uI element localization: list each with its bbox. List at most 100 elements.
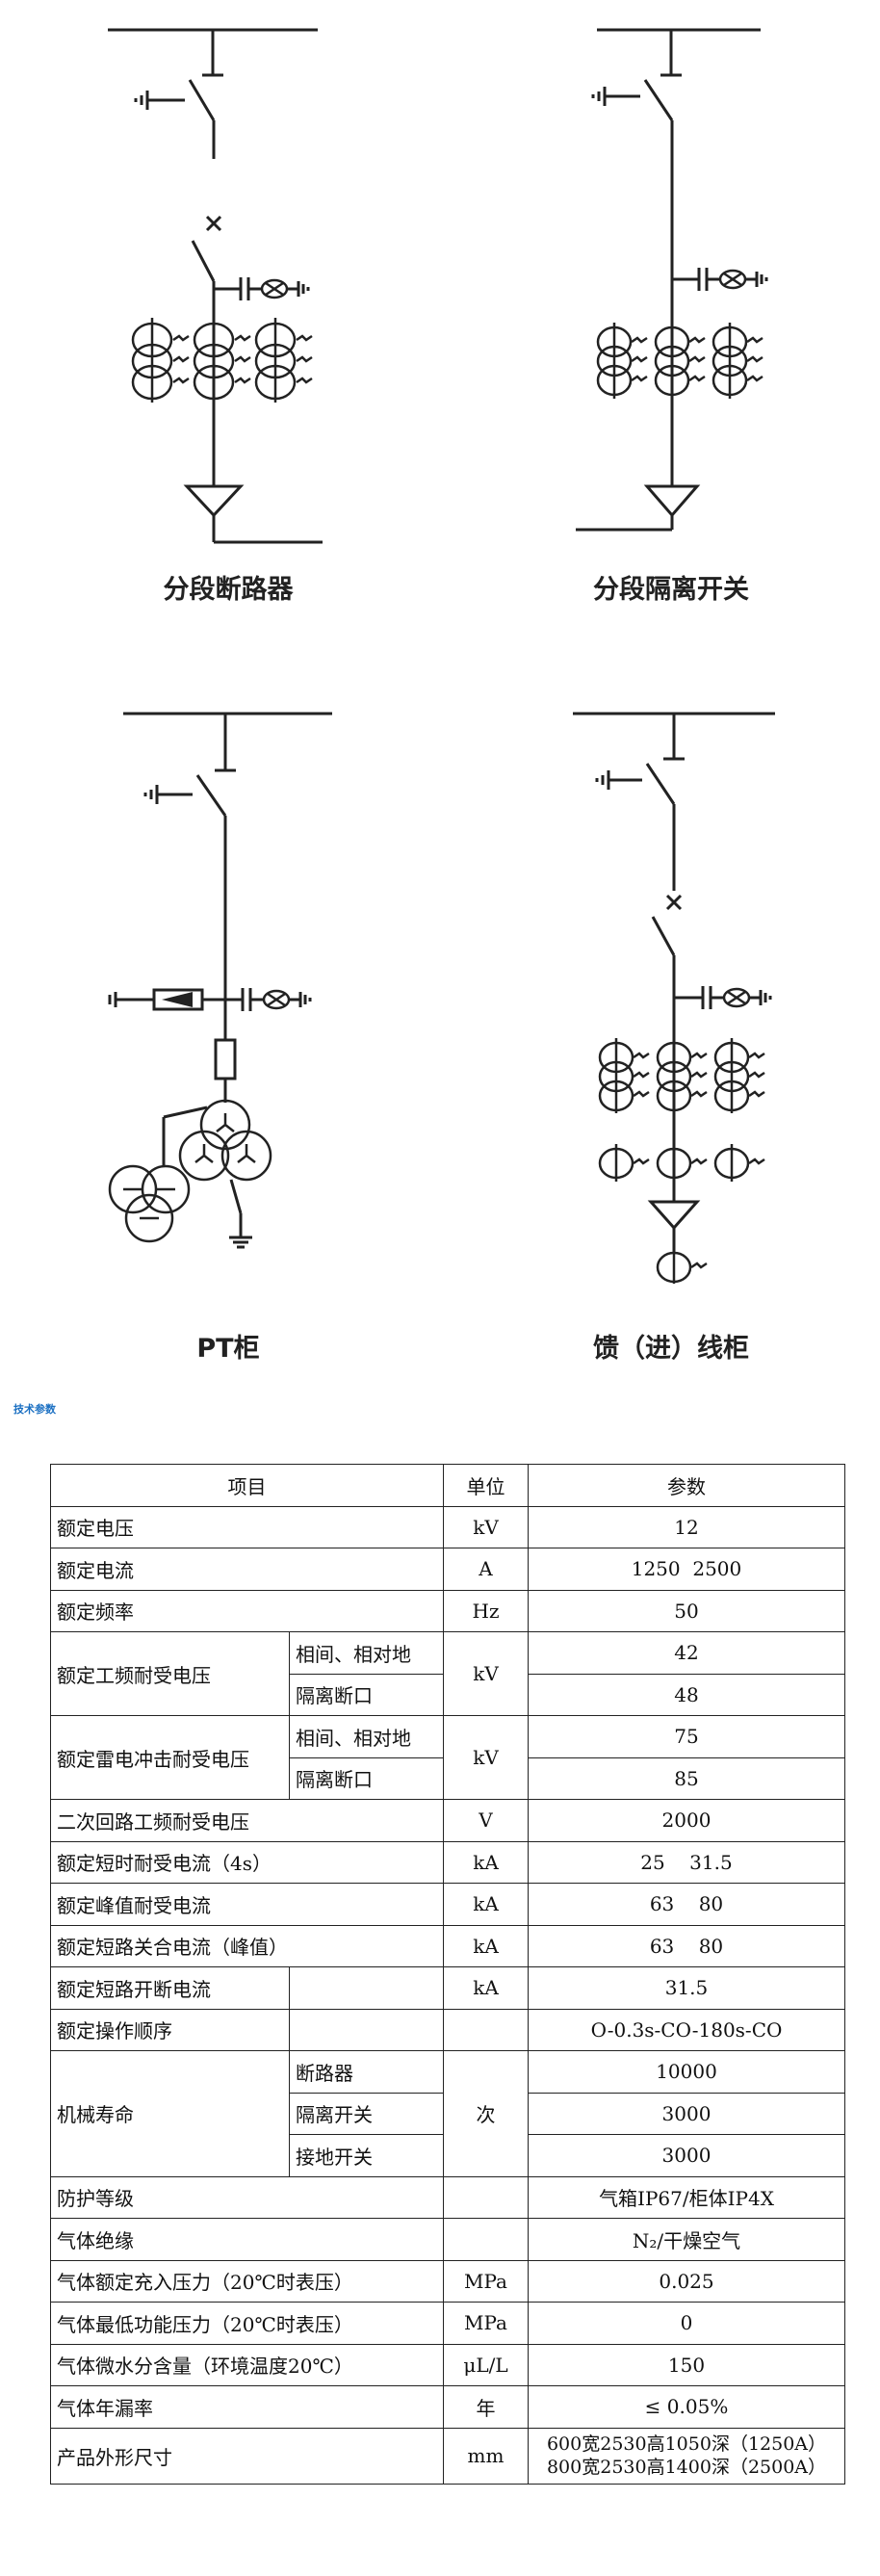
row-value: O-0.3s-CO-180s-CO (528, 2008, 845, 2051)
row-label: 气体微水分含量（环境温度20℃） (50, 2343, 444, 2386)
row-unit: V (443, 1799, 529, 1842)
table-row: 额定电流 A 1250 2500 (50, 1548, 845, 1591)
table-row: 气体最低功能压力（20℃时表压） MPa 0 (50, 2302, 845, 2345)
row-label: 机械寿命 (50, 2050, 290, 2177)
row-unit: kA (443, 1966, 529, 2010)
table-row: 二次回路工频耐受电压 V 2000 (50, 1799, 845, 1842)
row-value: 48 (528, 1673, 845, 1716)
row-unit: kV (443, 1715, 529, 1800)
row-sublabel: 隔离断口 (289, 1756, 444, 1800)
row-unit: kA (443, 1840, 529, 1884)
row-value: 42 (528, 1631, 845, 1675)
row-value: 75 (528, 1715, 845, 1758)
table-row: 额定操作顺序 O-0.3s-CO-180s-CO (50, 2008, 845, 2051)
row-label: 额定峰值耐受电流 (50, 1883, 444, 1926)
row-value: 150 (528, 2343, 845, 2386)
table-row: 机械寿命 断路器 次 10000 (50, 2050, 845, 2177)
row-label: 额定短路关合电流（峰值） (50, 1924, 444, 1967)
table-row: 额定雷电冲击耐受电压 相间、相对地 kV 75 (50, 1715, 845, 1800)
row-sublabel: 相间、相对地 (289, 1631, 444, 1675)
row-value: 31.5 (528, 1966, 845, 2010)
table-row: 隔离开关 3000 (51, 2092, 845, 2135)
row-empty (443, 2175, 529, 2219)
row-value: 1250 2500 (528, 1548, 845, 1591)
row-value: 0.025 (528, 2259, 845, 2303)
row-unit: 年 (443, 2385, 529, 2429)
row-unit: A (443, 1548, 529, 1591)
table-row: 额定短路关合电流（峰值） kA 63 80 (50, 1924, 845, 1967)
row-label: 额定短时耐受电流（4s） (50, 1840, 444, 1884)
row-value: 10000 (528, 2050, 845, 2094)
table-row: 额定频率 Hz 50 (50, 1589, 845, 1632)
row-label: 额定短路开断电流 (50, 1966, 290, 2010)
row-unit: μL/L (443, 2343, 529, 2386)
table-row: 额定短路开断电流 kA 31.5 (50, 1966, 845, 2010)
row-unit: 次 (443, 2050, 529, 2177)
diagram-pt-cabinet (108, 712, 332, 1249)
table-row: 接地开关 3000 (51, 2134, 845, 2177)
table-header-row: 项目 单位 参数 (50, 1464, 845, 1507)
dimension-line-1: 600宽2530高1050深（1250A） (546, 2433, 827, 2455)
caption-pt-cabinet: PT柜 (196, 1334, 260, 1364)
row-label: 额定电压 (50, 1505, 444, 1548)
table-row: 隔离断口 85 (51, 1756, 845, 1800)
row-unit: Hz (443, 1589, 529, 1632)
row-unit: kA (443, 1924, 529, 1967)
row-label: 气体绝缘 (50, 2218, 444, 2261)
row-unit: kV (443, 1505, 529, 1548)
caption-feeder: 馈（进）线柜 (593, 1334, 749, 1364)
table-row: 气体额定充入压力（20℃时表压） MPa 0.025 (50, 2259, 845, 2303)
row-value: 12 (528, 1505, 845, 1548)
row-sublabel: 隔离断口 (289, 1673, 444, 1716)
dimension-line-2: 800宽2530高1400深（2500A） (546, 2457, 827, 2478)
row-value: 600宽2530高1050深（1250A） 800宽2530高1400深（250… (528, 2427, 845, 2485)
table-row: 气体绝缘 N₂/干燥空气 (50, 2218, 845, 2261)
row-value: 63 80 (528, 1924, 845, 1967)
caption-sectional-breaker: 分段断路器 (163, 575, 294, 605)
row-value: ≤ 0.05% (528, 2385, 845, 2429)
header-value: 参数 (528, 1464, 845, 1507)
row-sublabel: 隔离开关 (289, 2092, 444, 2135)
row-unit: kV (443, 1631, 529, 1716)
row-value: 63 80 (528, 1883, 845, 1926)
diagram-sectional-isolator (576, 28, 768, 532)
row-label: 防护等级 (50, 2175, 444, 2219)
row-value: 0 (528, 2302, 845, 2345)
table-row: 防护等级 气箱IP67/柜体IP4X (50, 2175, 845, 2219)
table-row: 隔离断口 48 (51, 1673, 845, 1716)
row-value: 3000 (528, 2134, 845, 2177)
row-value: 25 31.5 (528, 1840, 845, 1884)
row-label: 气体最低功能压力（20℃时表压） (50, 2302, 444, 2345)
spec-table: 项目 单位 参数 额定电压 kV 12 额定电流 A 1250 2500 额定频… (50, 1464, 845, 2485)
row-label: 额定雷电冲击耐受电压 (50, 1715, 290, 1800)
row-sublabel: 断路器 (289, 2050, 444, 2094)
table-row: 气体微水分含量（环境温度20℃） μL/L 150 (50, 2343, 845, 2386)
table-row: 气体年漏率 年 ≤ 0.05% (50, 2385, 845, 2429)
row-label: 额定操作顺序 (50, 2008, 290, 2051)
header-unit: 单位 (443, 1464, 529, 1507)
row-value: 气箱IP67/柜体IP4X (528, 2175, 845, 2219)
row-empty (443, 2218, 529, 2261)
table-row: 额定短时耐受电流（4s） kA 25 31.5 (50, 1840, 845, 1884)
row-sublabel: 接地开关 (289, 2134, 444, 2177)
row-unit: mm (443, 2427, 529, 2485)
row-unit: MPa (443, 2259, 529, 2303)
table-row: 产品外形尺寸 mm 600宽2530高1050深（1250A） 800宽2530… (50, 2427, 845, 2485)
row-label: 气体额定充入压力（20℃时表压） (50, 2259, 444, 2303)
row-value: 50 (528, 1589, 845, 1632)
row-label: 气体年漏率 (50, 2385, 444, 2429)
row-value: 3000 (528, 2092, 845, 2135)
table-row: 额定工频耐受电压 相间、相对地 kV 42 (50, 1631, 845, 1716)
row-value: 2000 (528, 1799, 845, 1842)
diagram-sectional-breaker (108, 28, 323, 544)
table-row: 额定峰值耐受电流 kA 63 80 (50, 1883, 845, 1926)
row-unit: MPa (443, 2302, 529, 2345)
row-value: 85 (528, 1756, 845, 1800)
row-empty (289, 2008, 444, 2051)
header-item: 项目 (50, 1464, 444, 1507)
row-unit: kA (443, 1883, 529, 1926)
row-label: 额定频率 (50, 1589, 444, 1632)
table-row: 额定电压 kV 12 (50, 1505, 845, 1548)
diagram-feeder (573, 712, 775, 1284)
row-label: 二次回路工频耐受电压 (50, 1799, 444, 1842)
